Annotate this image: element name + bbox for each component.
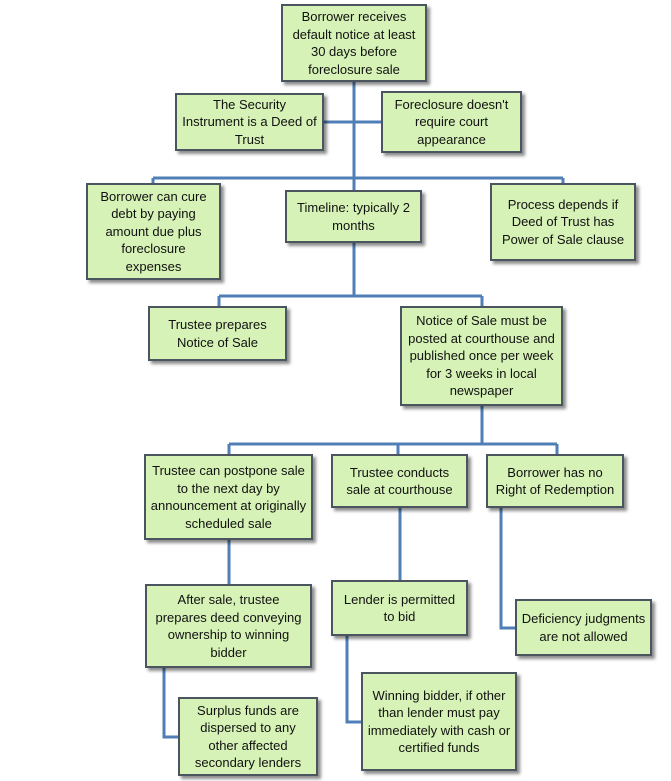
connector-redemption-deficiency [499, 508, 515, 630]
node-surplus-funds: Surplus funds are dispersed to any other… [178, 697, 318, 776]
node-postpone-sale: Trustee can postpone sale to the next da… [144, 454, 313, 540]
node-deficiency: Deficiency judgments are not allowed [515, 599, 652, 656]
node-timeline: Timeline: typically 2 months [285, 190, 422, 243]
node-power-of-sale: Process depends if Deed of Trust has Pow… [490, 183, 636, 261]
node-default-notice: Borrower receives default notice at leas… [281, 4, 427, 82]
node-conducts-sale: Trustee conducts sale at courthouse [331, 454, 468, 508]
node-notice-posted: Notice of Sale must be posted at courtho… [400, 306, 563, 406]
connector-deed-surplus [162, 668, 178, 739]
node-no-court: Foreclosure doesn't require court appear… [381, 91, 522, 153]
node-lender-bid: Lender is permitted to bid [331, 580, 468, 636]
connector-lender-winning [345, 636, 361, 724]
node-cure-debt: Borrower can cure debt by paying amount … [86, 183, 221, 280]
node-deed-of-trust: The Security Instrument is a Deed of Tru… [175, 93, 324, 151]
node-prepares-deed: After sale, trustee prepares deed convey… [145, 584, 312, 668]
node-trustee-prepares-notice: Trustee prepares Notice of Sale [148, 306, 287, 361]
node-no-redemption: Borrower has no Right of Redemption [486, 454, 624, 508]
node-winning-bidder: Winning bidder, if other than lender mus… [361, 672, 517, 771]
